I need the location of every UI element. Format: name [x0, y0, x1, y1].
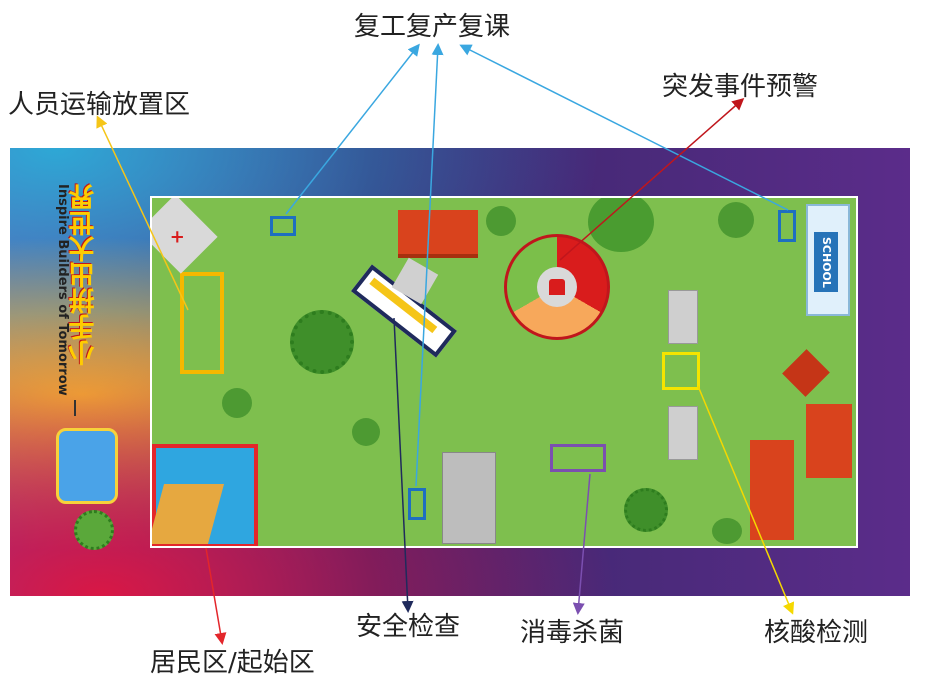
red-roof-building-right-3	[750, 440, 794, 540]
tree-cluster-4	[486, 206, 516, 236]
school-building: SCHOOL	[806, 204, 850, 316]
nucleic-test-zone	[662, 352, 700, 390]
brand-event-logo	[56, 428, 118, 504]
brand-divider	[74, 400, 76, 416]
emergency-arrow	[559, 98, 745, 261]
tree-cluster-1	[222, 388, 252, 418]
tree-cluster-2	[718, 202, 754, 238]
residential-arrow	[205, 547, 227, 645]
label-security: 安全检查	[356, 612, 461, 642]
staging-arrow	[96, 115, 189, 311]
virus-sprite-bottom	[624, 488, 668, 532]
residential-zone	[152, 444, 258, 546]
tree-cluster-5	[712, 518, 742, 544]
label-emergency: 突发事件预警	[662, 72, 819, 102]
siren-icon	[549, 279, 565, 295]
resume-arrow-1	[285, 43, 420, 215]
disinfect-zone	[550, 444, 606, 472]
resume-checkpoint-3	[778, 210, 796, 242]
label-nucleic: 核酸检测	[764, 618, 869, 648]
label-disinfect: 消毒杀菌	[520, 618, 625, 648]
resume-checkpoint-2	[408, 488, 426, 520]
gray-building-2	[668, 406, 698, 460]
resume-arrow-3	[459, 44, 789, 211]
gray-building-1	[668, 290, 698, 344]
virus-sprite-large	[290, 310, 354, 374]
emergency-warning-dial	[504, 234, 610, 340]
virus-mascot-icon	[74, 510, 114, 550]
school-sign: SCHOOL	[814, 232, 838, 292]
brand-en-title: Inspire Builders of Tomorrow	[55, 184, 70, 396]
label-staging: 人员运输放置区	[8, 90, 191, 120]
disinfect-arrow	[572, 473, 591, 615]
label-residential: 居民区/起始区	[150, 648, 315, 678]
gray-building-3	[442, 452, 496, 544]
community-map: + SCHOOL	[150, 196, 858, 548]
resume-checkpoint-1	[270, 216, 296, 236]
staging-zone	[180, 272, 224, 374]
label-resume: 复工复产复课	[354, 12, 511, 42]
security-arrow	[393, 317, 414, 613]
resume-arrow-2	[415, 43, 444, 487]
red-roof-building-top	[398, 210, 478, 258]
red-roof-building-right-2	[806, 404, 852, 478]
nucleic-arrow	[697, 385, 795, 615]
tree-cluster-3	[352, 418, 380, 446]
